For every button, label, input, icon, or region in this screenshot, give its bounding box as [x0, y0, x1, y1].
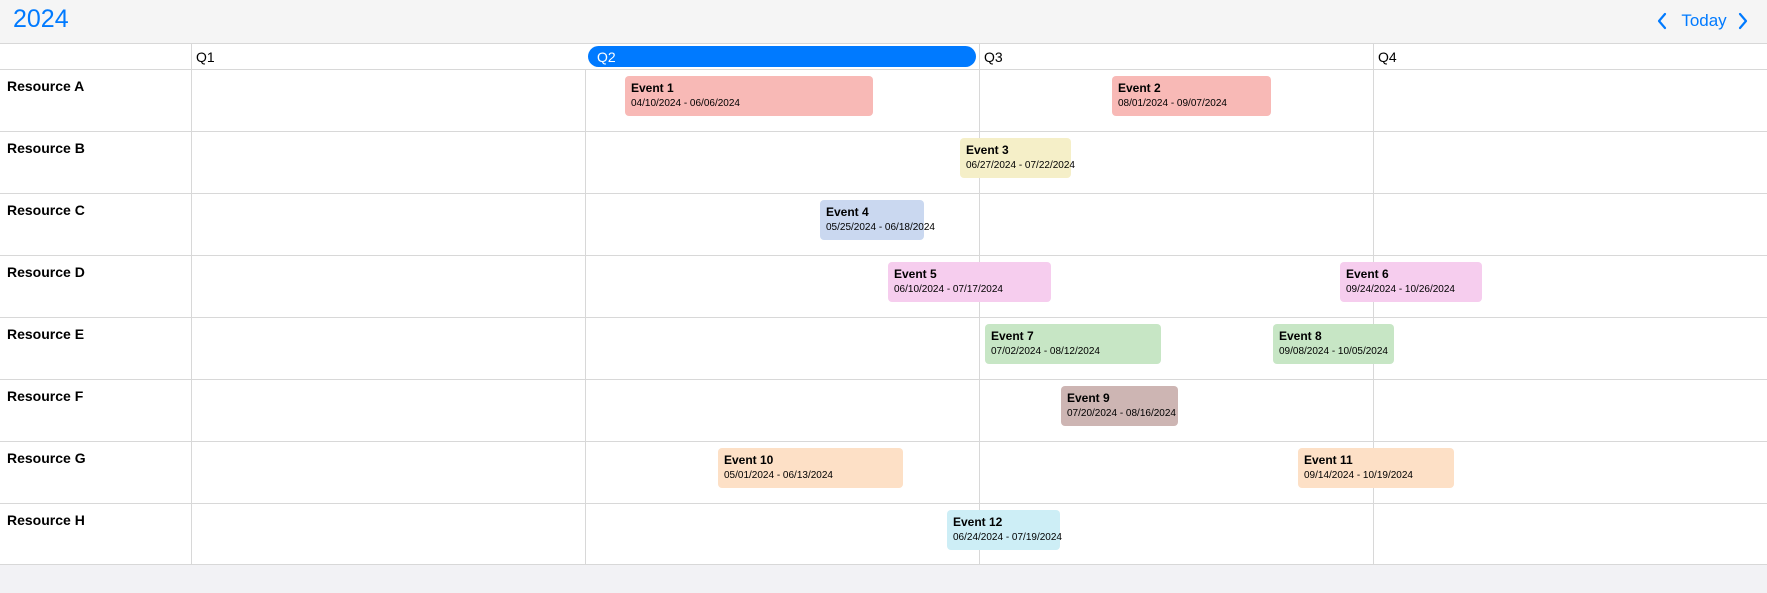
row-divider	[0, 441, 1767, 442]
event-dates: 05/01/2024 - 06/13/2024	[724, 470, 833, 481]
event-block[interactable]: Event 11 09/14/2024 - 10/19/2024	[1298, 448, 1454, 488]
event-block[interactable]: Event 5 06/10/2024 - 07/17/2024	[888, 262, 1051, 302]
quarter-label-q2-text: Q2	[597, 49, 616, 65]
header-bar: 2024 Today	[0, 0, 1767, 44]
timeline-grid: Q1 Q2 Q3 Q4 Resource A Resource B Resour…	[0, 44, 1767, 565]
quarter-divider	[979, 44, 980, 565]
quarter-label-q4[interactable]: Q4	[1378, 49, 1397, 65]
event-title: Event 9	[1067, 391, 1110, 405]
resource-label-d: Resource D	[7, 264, 85, 280]
quarter-label-q2-selected[interactable]: Q2	[588, 46, 976, 67]
event-block[interactable]: Event 2 08/01/2024 - 09/07/2024	[1112, 76, 1271, 116]
resource-label-g: Resource G	[7, 450, 86, 466]
event-title: Event 2	[1118, 81, 1161, 95]
resource-label-f: Resource F	[7, 388, 84, 404]
event-block[interactable]: Event 4 05/25/2024 - 06/18/2024	[820, 200, 935, 240]
event-title: Event 4	[826, 205, 869, 219]
row-divider	[0, 503, 1767, 504]
event-block[interactable]: Event 6 09/24/2024 - 10/26/2024	[1340, 262, 1482, 302]
event-title: Event 11	[1304, 453, 1353, 467]
row-divider	[0, 131, 1767, 132]
resource-label-c: Resource C	[7, 202, 85, 218]
row-divider	[0, 379, 1767, 380]
event-title: Event 6	[1346, 267, 1389, 281]
resource-label-e: Resource E	[7, 326, 85, 342]
event-block[interactable]: Event 3 06/27/2024 - 07/22/2024	[960, 138, 1075, 178]
event-dates: 06/24/2024 - 07/19/2024	[953, 532, 1062, 543]
today-button[interactable]: Today	[1681, 11, 1727, 30]
quarter-label-q3[interactable]: Q3	[984, 49, 1003, 65]
event-title: Event 10	[724, 453, 774, 467]
event-title: Event 3	[966, 143, 1009, 157]
quarter-divider	[1373, 44, 1374, 565]
event-dates: 09/24/2024 - 10/26/2024	[1346, 284, 1455, 295]
quarter-header-row: Q1 Q2 Q3 Q4	[0, 44, 1767, 70]
event-block[interactable]: Event 10 05/01/2024 - 06/13/2024	[718, 448, 903, 488]
event-block[interactable]: Event 1 04/10/2024 - 06/06/2024	[625, 76, 873, 116]
event-dates: 07/20/2024 - 08/16/2024	[1067, 408, 1176, 419]
row-divider	[0, 255, 1767, 256]
chevron-right-icon	[1738, 12, 1748, 30]
event-title: Event 1	[631, 81, 674, 95]
resource-column-divider	[191, 44, 192, 565]
next-button[interactable]	[1732, 8, 1754, 34]
resource-label-b: Resource B	[7, 140, 85, 156]
event-title: Event 7	[991, 329, 1034, 343]
event-block[interactable]: Event 12 06/24/2024 - 07/19/2024	[947, 510, 1062, 550]
event-dates: 08/01/2024 - 09/07/2024	[1118, 98, 1227, 109]
event-dates: 09/08/2024 - 10/05/2024	[1279, 346, 1388, 357]
quarter-label-q1[interactable]: Q1	[196, 49, 215, 65]
chevron-left-icon	[1657, 12, 1667, 30]
resource-label-a: Resource A	[7, 78, 85, 94]
year-title: 2024	[13, 5, 69, 33]
event-dates: 05/25/2024 - 06/18/2024	[826, 222, 935, 233]
event-dates: 06/27/2024 - 07/22/2024	[966, 160, 1075, 171]
event-block[interactable]: Event 8 09/08/2024 - 10/05/2024	[1273, 324, 1394, 364]
event-dates: 04/10/2024 - 06/06/2024	[631, 98, 740, 109]
event-block[interactable]: Event 7 07/02/2024 - 08/12/2024	[985, 324, 1161, 364]
event-title: Event 5	[894, 267, 937, 281]
event-block[interactable]: Event 9 07/20/2024 - 08/16/2024	[1061, 386, 1178, 426]
event-title: Event 8	[1279, 329, 1322, 343]
resource-label-h: Resource H	[7, 512, 85, 528]
event-dates: 09/14/2024 - 10/19/2024	[1304, 470, 1413, 481]
previous-button[interactable]	[1651, 8, 1673, 34]
row-divider	[0, 317, 1767, 318]
event-dates: 07/02/2024 - 08/12/2024	[991, 346, 1100, 357]
row-divider	[0, 193, 1767, 194]
event-dates: 06/10/2024 - 07/17/2024	[894, 284, 1003, 295]
event-title: Event 12	[953, 515, 1003, 529]
